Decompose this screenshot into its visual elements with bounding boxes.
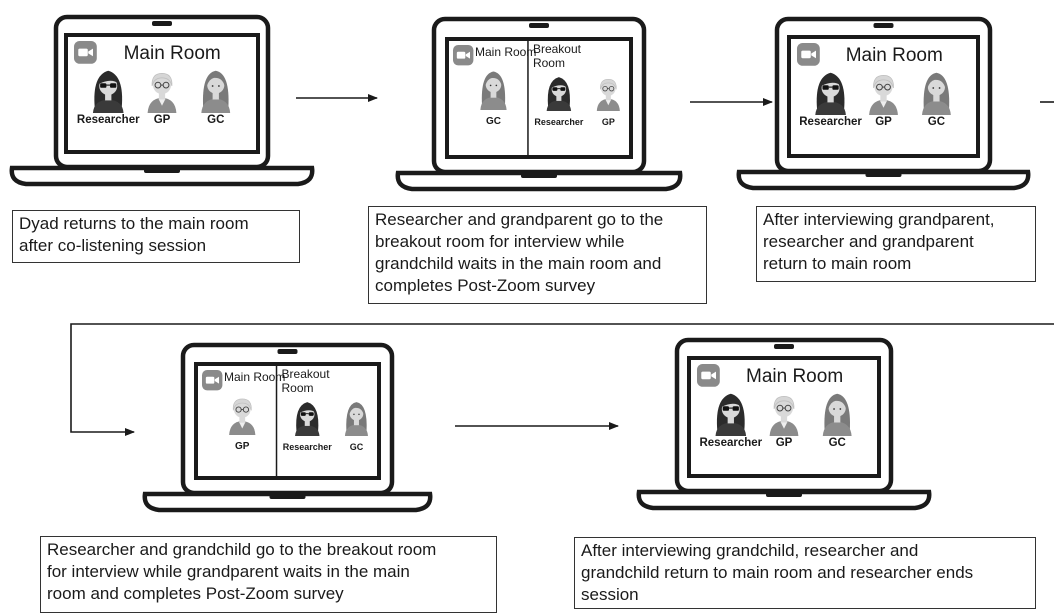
grandchild-avatar-icon <box>922 72 951 115</box>
laptop-screen <box>445 37 633 159</box>
laptop-hinge <box>766 492 802 497</box>
video-camera-icon <box>453 45 474 66</box>
participant-label: GC <box>829 437 846 449</box>
participant-label: Researcher <box>283 442 333 452</box>
participant-label: GC <box>207 114 224 126</box>
laptop-base <box>142 491 433 513</box>
grandparent-avatar-icon <box>229 398 256 435</box>
arrow-row-wrap <box>70 323 1054 436</box>
main-room-title: Main Room <box>475 45 536 59</box>
caption-line: grandchild waits in the main room and <box>375 254 662 273</box>
researcher-avatar-icon <box>546 77 572 111</box>
caption-step3: After interviewing grandparent, researche… <box>756 206 1036 282</box>
breakout-room-title: Room <box>533 56 565 70</box>
caption-step5: After interviewing grandchild, researche… <box>574 537 1036 609</box>
grandchild-avatar-icon <box>344 402 368 436</box>
caption-line: completes Post-Zoom survey <box>375 276 596 295</box>
breakout-room-title: Breakout <box>282 367 331 381</box>
participant-label: GC <box>486 116 501 127</box>
laptop-hinge <box>865 172 902 177</box>
participant-label: GP <box>875 116 892 128</box>
participant-label: GP <box>602 117 615 127</box>
participant-label: Researcher <box>699 437 762 449</box>
laptop-hinge <box>269 494 306 499</box>
caption-line: After interviewing grandchild, researche… <box>581 541 919 560</box>
caption-line: after co-listening session <box>19 236 207 255</box>
caption-line: for interview while grandparent waits in… <box>47 562 410 581</box>
grandparent-avatar-icon <box>869 75 898 115</box>
room-title: Main Room <box>846 45 943 66</box>
researcher-avatar-icon <box>715 393 747 436</box>
camera-dot <box>529 23 549 28</box>
participant-label: GC <box>928 116 945 128</box>
caption-line: breakout room for interview while <box>375 232 625 251</box>
researcher-avatar-icon <box>815 72 846 115</box>
grandchild-avatar-icon <box>822 393 852 436</box>
participant-label: GC <box>350 442 364 452</box>
video-camera-icon <box>797 43 820 66</box>
laptop-hinge <box>521 173 557 178</box>
grandparent-avatar-icon <box>147 73 177 113</box>
caption-line: return to main room <box>763 254 912 273</box>
breakout-room-title: Breakout <box>533 42 582 56</box>
caption-line: session <box>581 585 639 604</box>
grandchild-avatar-icon <box>480 71 507 110</box>
caption-line: Researcher and grandparent go to the <box>375 210 664 229</box>
room-title: Main Room <box>124 43 221 64</box>
laptop-base <box>736 169 1031 191</box>
laptop-hinge <box>144 168 180 173</box>
researcher-avatar-icon <box>92 70 124 113</box>
caption-step1: Dyad returns to the main room after co-li… <box>12 210 300 263</box>
caption-step2: Researcher and grandparent go to the brea… <box>368 206 707 304</box>
video-camera-icon <box>202 370 223 391</box>
caption-line: After interviewing grandparent, <box>763 210 995 229</box>
participant-label: Researcher <box>77 114 140 126</box>
main-room-title: Main Room <box>224 370 285 384</box>
participant-label: GP <box>154 114 171 126</box>
video-camera-icon <box>74 41 97 64</box>
grandparent-avatar-icon <box>596 79 620 111</box>
laptop-base <box>636 489 932 511</box>
participant-label: Researcher <box>534 117 584 127</box>
video-camera-icon <box>697 364 720 387</box>
grandchild-avatar-icon <box>201 70 231 113</box>
participant-label: GP <box>235 441 250 452</box>
caption-line: Dyad returns to the main room <box>19 214 249 233</box>
caption-line: researcher and grandparent <box>763 232 974 251</box>
camera-dot <box>152 21 172 26</box>
participant-label: GP <box>776 437 793 449</box>
camera-dot <box>873 23 894 28</box>
laptop-base <box>395 170 683 192</box>
grandparent-avatar-icon <box>769 396 799 436</box>
room-title: Main Room <box>746 366 843 387</box>
laptop-base <box>9 165 315 187</box>
breakout-room-title: Room <box>282 381 314 395</box>
camera-dot <box>774 344 794 349</box>
researcher-avatar-icon <box>295 402 320 436</box>
camera-dot <box>277 349 298 354</box>
caption-step4: Researcher and grandchild go to the brea… <box>40 536 497 613</box>
caption-line: grandchild return to main room and resea… <box>581 563 974 582</box>
caption-line: room and completes Post-Zoom survey <box>47 584 344 603</box>
participant-label: Researcher <box>799 116 862 128</box>
caption-line: Researcher and grandchild go to the brea… <box>47 540 437 559</box>
